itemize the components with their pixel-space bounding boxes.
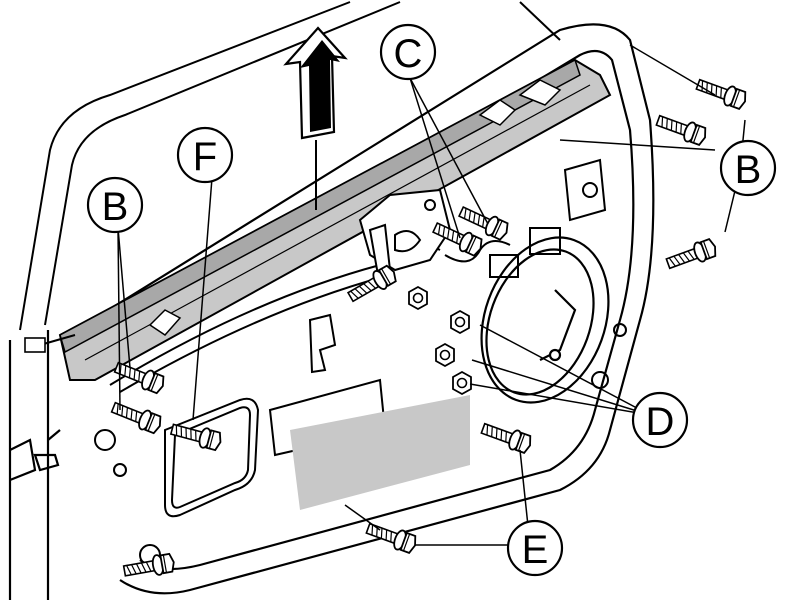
speaker-opening [480, 236, 610, 404]
svg-text:F: F [193, 135, 217, 179]
svg-text:D: D [646, 400, 675, 444]
callout-b-right: B [719, 139, 777, 197]
svg-text:B: B [735, 148, 762, 192]
regulator-rail [24, 58, 612, 381]
callout-c: C [379, 23, 437, 81]
callout-e: E [506, 519, 564, 577]
latch-bracket [358, 188, 561, 278]
lower-trim-panel [290, 395, 470, 510]
up-arrow-icon [283, 26, 348, 210]
svg-text:B: B [102, 185, 129, 229]
door-frame [8, 23, 655, 600]
svg-text:E: E [522, 528, 549, 572]
svg-text:C: C [394, 32, 423, 76]
leader-lines [117, 44, 746, 546]
callout-f: F [176, 126, 234, 184]
callout-d: D [631, 391, 689, 449]
callout-b-left: B [86, 176, 144, 234]
